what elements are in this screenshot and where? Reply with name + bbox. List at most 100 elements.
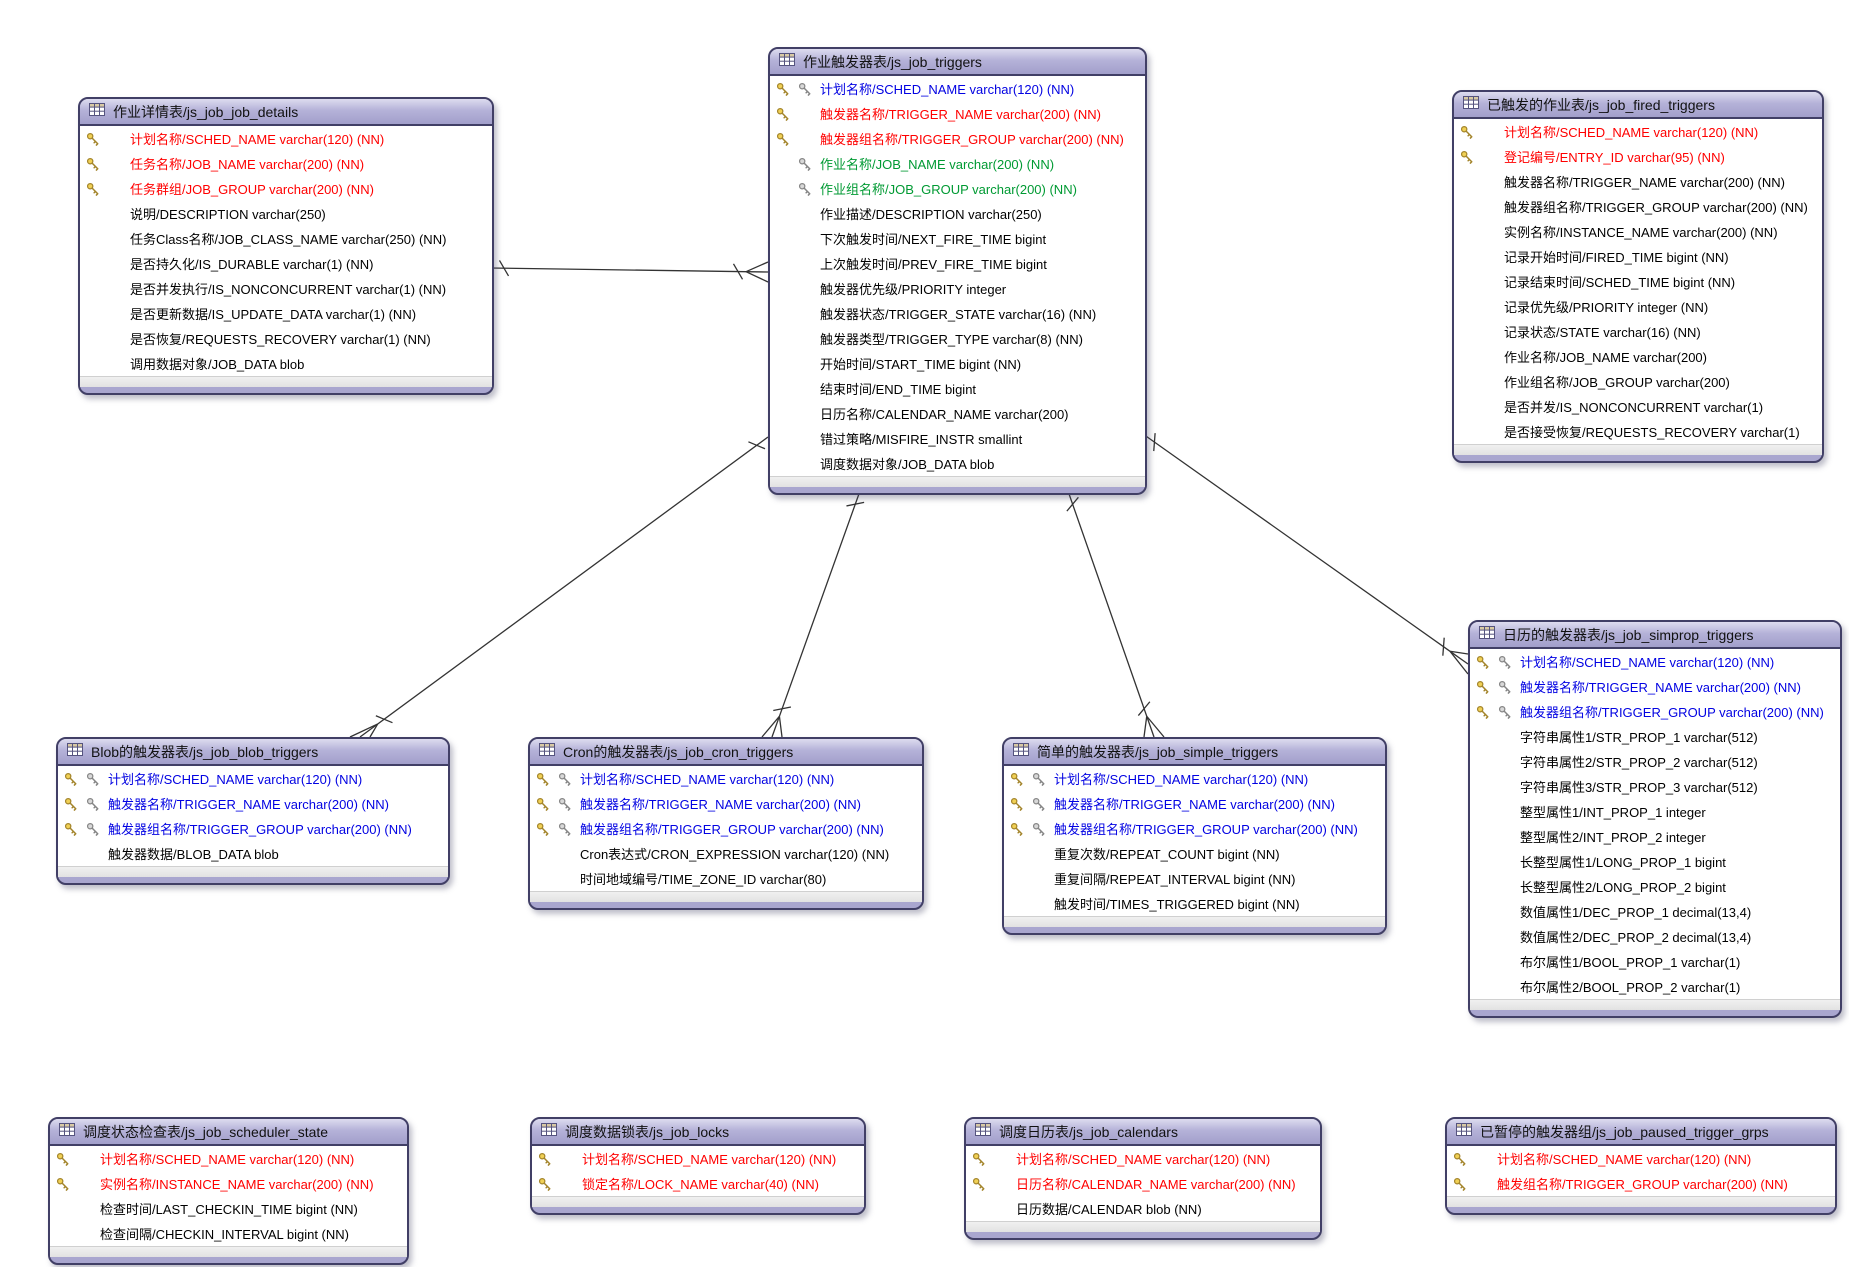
column-row-js_job_simple_triggers-1[interactable]: 触发器名称/TRIGGER_NAME varchar(200) (NN) [1004, 791, 1385, 816]
column-row-js_job_triggers-2[interactable]: 触发器组名称/TRIGGER_GROUP varchar(200) (NN) [770, 126, 1145, 151]
table-header[interactable]: 日历的触发器表/js_job_simprop_triggers [1470, 622, 1840, 649]
column-row-js_job_simprop_triggers-0[interactable]: 计划名称/SCHED_NAME varchar(120) (NN) [1470, 649, 1840, 674]
column-row-js_job_fired_triggers-12[interactable]: 是否接受恢复/REQUESTS_RECOVERY varchar(1) [1454, 419, 1822, 444]
table-header[interactable]: 作业详情表/js_job_job_details [80, 99, 492, 126]
column-row-js_job_fired_triggers-9[interactable]: 作业名称/JOB_NAME varchar(200) [1454, 344, 1822, 369]
column-row-js_job_fired_triggers-8[interactable]: 记录状态/STATE varchar(16) (NN) [1454, 319, 1822, 344]
column-row-js_job_simprop_triggers-2[interactable]: 触发器组名称/TRIGGER_GROUP varchar(200) (NN) [1470, 699, 1840, 724]
table-js_job_job_details[interactable]: 作业详情表/js_job_job_details 计划名称/SCHED_NAME… [78, 97, 494, 395]
column-row-js_job_triggers-13[interactable]: 日历名称/CALENDAR_NAME varchar(200) [770, 401, 1145, 426]
table-js_job_simple_triggers[interactable]: 简单的触发器表/js_job_simple_triggers 计划名称/SCHE… [1002, 737, 1387, 935]
column-row-js_job_simple_triggers-3[interactable]: 重复次数/REPEAT_COUNT bigint (NN) [1004, 841, 1385, 866]
table-js_job_fired_triggers[interactable]: 已触发的作业表/js_job_fired_triggers 计划名称/SCHED… [1452, 90, 1824, 463]
column-row-js_job_fired_triggers-7[interactable]: 记录优先级/PRIORITY integer (NN) [1454, 294, 1822, 319]
column-row-js_job_simprop_triggers-12[interactable]: 布尔属性1/BOOL_PROP_1 varchar(1) [1470, 949, 1840, 974]
column-row-js_job_job_details-3[interactable]: 说明/DESCRIPTION varchar(250) [80, 201, 492, 226]
column-row-js_job_triggers-7[interactable]: 上次触发时间/PREV_FIRE_TIME bigint [770, 251, 1145, 276]
column-row-js_job_triggers-0[interactable]: 计划名称/SCHED_NAME varchar(120) (NN) [770, 76, 1145, 101]
table-header[interactable]: 作业触发器表/js_job_triggers [770, 49, 1145, 76]
column-row-js_job_triggers-8[interactable]: 触发器优先级/PRIORITY integer [770, 276, 1145, 301]
column-row-js_job_blob_triggers-1[interactable]: 触发器名称/TRIGGER_NAME varchar(200) (NN) [58, 791, 448, 816]
column-row-js_job_fired_triggers-11[interactable]: 是否并发/IS_NONCONCURRENT varchar(1) [1454, 394, 1822, 419]
column-row-js_job_triggers-9[interactable]: 触发器状态/TRIGGER_STATE varchar(16) (NN) [770, 301, 1145, 326]
column-row-js_job_cron_triggers-3[interactable]: Cron表达式/CRON_EXPRESSION varchar(120) (NN… [530, 841, 922, 866]
table-js_job_locks[interactable]: 调度数据锁表/js_job_locks 计划名称/SCHED_NAME varc… [530, 1117, 866, 1215]
column-row-js_job_fired_triggers-3[interactable]: 触发器组名称/TRIGGER_GROUP varchar(200) (NN) [1454, 194, 1822, 219]
column-row-js_job_simprop_triggers-8[interactable]: 长整型属性1/LONG_PROP_1 bigint [1470, 849, 1840, 874]
column-row-js_job_simprop_triggers-11[interactable]: 数值属性2/DEC_PROP_2 decimal(13,4) [1470, 924, 1840, 949]
column-row-js_job_triggers-14[interactable]: 错过策略/MISFIRE_INSTR smallint [770, 426, 1145, 451]
column-row-js_job_cron_triggers-1[interactable]: 触发器名称/TRIGGER_NAME varchar(200) (NN) [530, 791, 922, 816]
table-js_job_simprop_triggers[interactable]: 日历的触发器表/js_job_simprop_triggers 计划名称/SCH… [1468, 620, 1842, 1018]
table-js_job_scheduler_state[interactable]: 调度状态检查表/js_job_scheduler_state 计划名称/SCHE… [48, 1117, 409, 1265]
column-row-js_job_locks-1[interactable]: 锁定名称/LOCK_NAME varchar(40) (NN) [532, 1171, 864, 1196]
table-header[interactable]: Cron的触发器表/js_job_cron_triggers [530, 739, 922, 766]
column-row-js_job_fired_triggers-2[interactable]: 触发器名称/TRIGGER_NAME varchar(200) (NN) [1454, 169, 1822, 194]
column-row-js_job_scheduler_state-2[interactable]: 检查时间/LAST_CHECKIN_TIME bigint (NN) [50, 1196, 407, 1221]
column-row-js_job_cron_triggers-2[interactable]: 触发器组名称/TRIGGER_GROUP varchar(200) (NN) [530, 816, 922, 841]
column-row-js_job_simprop_triggers-13[interactable]: 布尔属性2/BOOL_PROP_2 varchar(1) [1470, 974, 1840, 999]
column-row-js_job_scheduler_state-3[interactable]: 检查间隔/CHECKIN_INTERVAL bigint (NN) [50, 1221, 407, 1246]
table-js_job_paused_trigger_grps[interactable]: 已暂停的触发器组/js_job_paused_trigger_grps 计划名称… [1445, 1117, 1837, 1215]
table-header[interactable]: 简单的触发器表/js_job_simple_triggers [1004, 739, 1385, 766]
column-row-js_job_fired_triggers-6[interactable]: 记录结束时间/SCHED_TIME bigint (NN) [1454, 269, 1822, 294]
column-row-js_job_job_details-5[interactable]: 是否持久化/IS_DURABLE varchar(1) (NN) [80, 251, 492, 276]
column-row-js_job_blob_triggers-3[interactable]: 触发器数据/BLOB_DATA blob [58, 841, 448, 866]
column-row-js_job_simprop_triggers-4[interactable]: 字符串属性2/STR_PROP_2 varchar(512) [1470, 749, 1840, 774]
column-row-js_job_simprop_triggers-6[interactable]: 整型属性1/INT_PROP_1 integer [1470, 799, 1840, 824]
column-row-js_job_fired_triggers-1[interactable]: 登记编号/ENTRY_ID varchar(95) (NN) [1454, 144, 1822, 169]
column-row-js_job_simprop_triggers-7[interactable]: 整型属性2/INT_PROP_2 integer [1470, 824, 1840, 849]
table-header[interactable]: 调度数据锁表/js_job_locks [532, 1119, 864, 1146]
column-row-js_job_simprop_triggers-5[interactable]: 字符串属性3/STR_PROP_3 varchar(512) [1470, 774, 1840, 799]
column-row-js_job_paused_trigger_grps-0[interactable]: 计划名称/SCHED_NAME varchar(120) (NN) [1447, 1146, 1835, 1171]
column-row-js_job_calendars-0[interactable]: 计划名称/SCHED_NAME varchar(120) (NN) [966, 1146, 1320, 1171]
column-row-js_job_locks-0[interactable]: 计划名称/SCHED_NAME varchar(120) (NN) [532, 1146, 864, 1171]
column-row-js_job_blob_triggers-0[interactable]: 计划名称/SCHED_NAME varchar(120) (NN) [58, 766, 448, 791]
table-js_job_calendars[interactable]: 调度日历表/js_job_calendars 计划名称/SCHED_NAME v… [964, 1117, 1322, 1240]
column-row-js_job_scheduler_state-1[interactable]: 实例名称/INSTANCE_NAME varchar(200) (NN) [50, 1171, 407, 1196]
column-row-js_job_simple_triggers-5[interactable]: 触发时间/TIMES_TRIGGERED bigint (NN) [1004, 891, 1385, 916]
column-row-js_job_cron_triggers-0[interactable]: 计划名称/SCHED_NAME varchar(120) (NN) [530, 766, 922, 791]
column-row-js_job_triggers-3[interactable]: 作业名称/JOB_NAME varchar(200) (NN) [770, 151, 1145, 176]
column-row-js_job_calendars-2[interactable]: 日历数据/CALENDAR blob (NN) [966, 1196, 1320, 1221]
column-row-js_job_fired_triggers-4[interactable]: 实例名称/INSTANCE_NAME varchar(200) (NN) [1454, 219, 1822, 244]
table-header[interactable]: Blob的触发器表/js_job_blob_triggers [58, 739, 448, 766]
column-row-js_job_triggers-1[interactable]: 触发器名称/TRIGGER_NAME varchar(200) (NN) [770, 101, 1145, 126]
table-header[interactable]: 已暂停的触发器组/js_job_paused_trigger_grps [1447, 1119, 1835, 1146]
column-row-js_job_triggers-10[interactable]: 触发器类型/TRIGGER_TYPE varchar(8) (NN) [770, 326, 1145, 351]
table-header[interactable]: 调度日历表/js_job_calendars [966, 1119, 1320, 1146]
column-row-js_job_triggers-12[interactable]: 结束时间/END_TIME bigint [770, 376, 1145, 401]
table-header[interactable]: 已触发的作业表/js_job_fired_triggers [1454, 92, 1822, 119]
column-row-js_job_triggers-5[interactable]: 作业描述/DESCRIPTION varchar(250) [770, 201, 1145, 226]
column-row-js_job_triggers-15[interactable]: 调度数据对象/JOB_DATA blob [770, 451, 1145, 476]
table-js_job_triggers[interactable]: 作业触发器表/js_job_triggers 计划名称/SCHED_NAME v… [768, 47, 1147, 495]
column-row-js_job_triggers-11[interactable]: 开始时间/START_TIME bigint (NN) [770, 351, 1145, 376]
column-row-js_job_scheduler_state-0[interactable]: 计划名称/SCHED_NAME varchar(120) (NN) [50, 1146, 407, 1171]
column-row-js_job_simple_triggers-4[interactable]: 重复间隔/REPEAT_INTERVAL bigint (NN) [1004, 866, 1385, 891]
column-row-js_job_fired_triggers-5[interactable]: 记录开始时间/FIRED_TIME bigint (NN) [1454, 244, 1822, 269]
table-js_job_blob_triggers[interactable]: Blob的触发器表/js_job_blob_triggers 计划名称/SCHE… [56, 737, 450, 885]
column-row-js_job_job_details-9[interactable]: 调用数据对象/JOB_DATA blob [80, 351, 492, 376]
table-js_job_cron_triggers[interactable]: Cron的触发器表/js_job_cron_triggers 计划名称/SCHE… [528, 737, 924, 910]
column-row-js_job_blob_triggers-2[interactable]: 触发器组名称/TRIGGER_GROUP varchar(200) (NN) [58, 816, 448, 841]
column-row-js_job_fired_triggers-10[interactable]: 作业组名称/JOB_GROUP varchar(200) [1454, 369, 1822, 394]
column-row-js_job_job_details-8[interactable]: 是否恢复/REQUESTS_RECOVERY varchar(1) (NN) [80, 326, 492, 351]
column-row-js_job_simprop_triggers-3[interactable]: 字符串属性1/STR_PROP_1 varchar(512) [1470, 724, 1840, 749]
column-row-js_job_job_details-2[interactable]: 任务群组/JOB_GROUP varchar(200) (NN) [80, 176, 492, 201]
column-row-js_job_simple_triggers-2[interactable]: 触发器组名称/TRIGGER_GROUP varchar(200) (NN) [1004, 816, 1385, 841]
column-row-js_job_job_details-1[interactable]: 任务名称/JOB_NAME varchar(200) (NN) [80, 151, 492, 176]
column-row-js_job_paused_trigger_grps-1[interactable]: 触发组名称/TRIGGER_GROUP varchar(200) (NN) [1447, 1171, 1835, 1196]
table-header[interactable]: 调度状态检查表/js_job_scheduler_state [50, 1119, 407, 1146]
column-row-js_job_calendars-1[interactable]: 日历名称/CALENDAR_NAME varchar(200) (NN) [966, 1171, 1320, 1196]
column-row-js_job_simprop_triggers-10[interactable]: 数值属性1/DEC_PROP_1 decimal(13,4) [1470, 899, 1840, 924]
column-row-js_job_triggers-6[interactable]: 下次触发时间/NEXT_FIRE_TIME bigint [770, 226, 1145, 251]
column-row-js_job_job_details-0[interactable]: 计划名称/SCHED_NAME varchar(120) (NN) [80, 126, 492, 151]
column-row-js_job_job_details-4[interactable]: 任务Class名称/JOB_CLASS_NAME varchar(250) (N… [80, 226, 492, 251]
column-row-js_job_fired_triggers-0[interactable]: 计划名称/SCHED_NAME varchar(120) (NN) [1454, 119, 1822, 144]
column-row-js_job_simprop_triggers-1[interactable]: 触发器名称/TRIGGER_NAME varchar(200) (NN) [1470, 674, 1840, 699]
column-row-js_job_triggers-4[interactable]: 作业组名称/JOB_GROUP varchar(200) (NN) [770, 176, 1145, 201]
column-row-js_job_simple_triggers-0[interactable]: 计划名称/SCHED_NAME varchar(120) (NN) [1004, 766, 1385, 791]
column-row-js_job_simprop_triggers-9[interactable]: 长整型属性2/LONG_PROP_2 bigint [1470, 874, 1840, 899]
column-row-js_job_job_details-7[interactable]: 是否更新数据/IS_UPDATE_DATA varchar(1) (NN) [80, 301, 492, 326]
column-row-js_job_cron_triggers-4[interactable]: 时间地域编号/TIME_ZONE_ID varchar(80) [530, 866, 922, 891]
